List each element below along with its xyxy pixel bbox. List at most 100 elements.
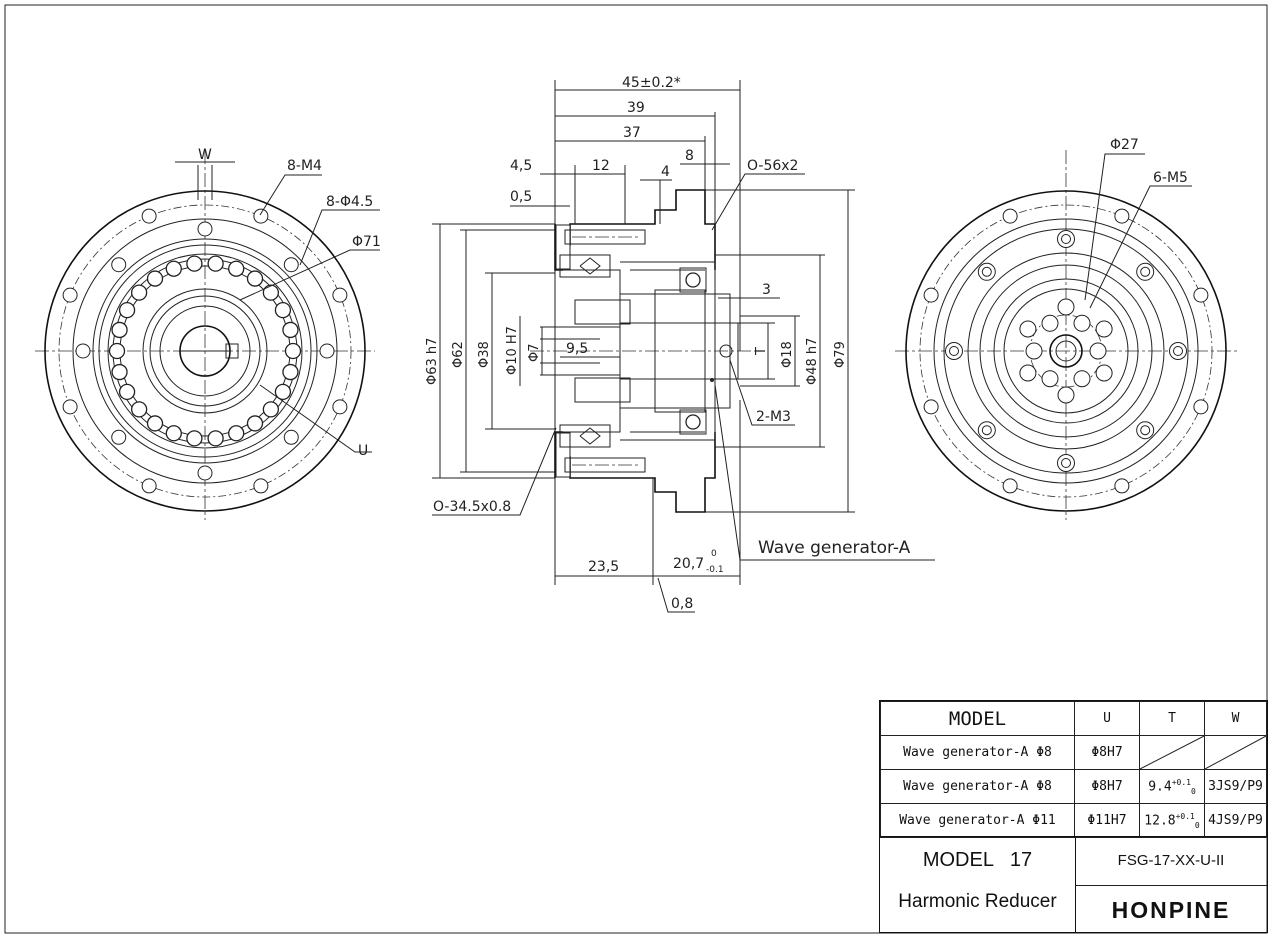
dim-4-5: 4,5 (510, 158, 532, 174)
row-t: 12.8+0.10 (1139, 803, 1205, 838)
tapped-hole (1073, 370, 1091, 388)
dim-phi38: Φ38 (477, 341, 492, 368)
model-cell: MODEL 17 Harmonic Reducer (880, 837, 1076, 933)
bearing-roller (274, 383, 292, 401)
dim-o-56x2: O-56x2 (747, 158, 798, 174)
row-model: Wave generator-A Φ8 (880, 769, 1075, 804)
row-u: Φ11H7 (1074, 803, 1140, 838)
dim-4: 4 (661, 164, 670, 180)
bearing-roller (246, 415, 264, 432)
bearing-roller (207, 430, 224, 447)
bearing-roller (262, 284, 280, 301)
bolt-socket (981, 266, 992, 277)
mounting-hole (1114, 208, 1130, 224)
tapped-hole (1025, 342, 1043, 360)
bolt-socket (1173, 346, 1183, 356)
bearing-roller (282, 363, 299, 381)
row-w-empty (1204, 735, 1267, 770)
bearing-roller (284, 342, 302, 360)
bearing-roller (228, 425, 245, 442)
bearing-roller (146, 415, 164, 432)
bolt-socket (1140, 266, 1151, 277)
product-code: FSG-17-XX-U-II (1075, 837, 1267, 886)
row-w: 4JS9/P9 (1204, 803, 1267, 838)
bolt-head (977, 262, 996, 281)
dim-phi71: Φ71 (352, 234, 381, 250)
dim-u: U (358, 443, 368, 459)
tapped-hole (1041, 314, 1059, 332)
mounting-hole (923, 399, 939, 415)
dim-20-7-tol-up: 0 (711, 549, 717, 559)
bearing-roller (186, 255, 203, 272)
tapped-hole (1089, 342, 1107, 360)
tapped-hole (319, 343, 335, 359)
bearing-roller (165, 425, 182, 442)
mounting-hole (332, 287, 348, 303)
bearing-roller (130, 284, 148, 301)
dim-w: W (198, 147, 212, 163)
dim-20-7: 20,7 (673, 556, 704, 572)
row-model: Wave generator-A Φ11 (880, 803, 1075, 838)
mounting-hole (253, 208, 269, 224)
brand-logo: HONPINE (1111, 897, 1231, 923)
title-block: MODEL U T W Wave generator-A Φ8 Φ8H7 Wav… (879, 700, 1268, 933)
row-model: Wave generator-A Φ8 (880, 735, 1075, 770)
tapped-hole (197, 221, 213, 237)
inner-hole (1019, 364, 1037, 382)
left-front-view: W 8-M4 8-Φ4.5 Φ71 U (35, 147, 381, 520)
bearing-roller (108, 342, 126, 360)
title-block-bottom: MODEL 17 Harmonic Reducer FSG-17-XX-U-II… (880, 836, 1267, 933)
mounting-hole (332, 399, 348, 415)
right-back-view: Φ27 6-M5 (895, 137, 1240, 520)
bolt-head (1057, 454, 1075, 472)
mounting-hole (253, 478, 269, 494)
dim-0-5: 0,5 (510, 189, 532, 205)
bolt-head (945, 342, 963, 360)
dim-9-5: 9,5 (566, 341, 588, 357)
spec-table-header: MODEL U T W (880, 701, 1267, 736)
bolt-socket (949, 346, 959, 356)
table-row: Wave generator-A Φ8 Φ8H7 (880, 735, 1267, 770)
mounting-hole (1193, 287, 1209, 303)
inner-hole (1057, 386, 1075, 404)
dim-6-m5: 6-M5 (1153, 170, 1188, 186)
inner-hole (1057, 298, 1075, 316)
tapped-hole (197, 465, 213, 481)
bolt-head (977, 421, 996, 440)
inner-hole (1095, 364, 1113, 382)
table-row: Wave generator-A Φ8 Φ8H7 9.4+0.10 3JS9/P… (880, 769, 1267, 804)
dim-3: 3 (762, 282, 771, 298)
bearing-roller (207, 255, 224, 272)
dim-45: 45±0.2* (622, 75, 681, 91)
dim-8-phi4-5: 8-Φ4.5 (326, 194, 373, 210)
dim-8: 8 (685, 148, 694, 164)
dim-o-34-5: O-34.5x0.8 (433, 499, 511, 515)
mounting-hole (62, 399, 78, 415)
header-model: MODEL (880, 701, 1075, 736)
mounting-hole (1002, 478, 1018, 494)
mounting-hole (1114, 478, 1130, 494)
tapped-hole (283, 257, 299, 273)
header-w: W (1204, 701, 1267, 736)
bearing-roller (146, 270, 164, 287)
spec-table: MODEL U T W Wave generator-A Φ8 Φ8H7 Wav… (880, 701, 1267, 838)
row-t-empty (1139, 735, 1205, 770)
bolt-socket (981, 425, 992, 436)
tapped-hole (1041, 370, 1059, 388)
row-w: 3JS9/P9 (1204, 769, 1267, 804)
mounting-hole (923, 287, 939, 303)
inner-hole (1095, 320, 1113, 338)
tapped-hole (75, 343, 91, 359)
label-wave-generator: Wave generator-A (758, 538, 911, 558)
dim-phi18: Φ18 (780, 341, 795, 368)
bearing-roller (111, 363, 128, 381)
code-cell: FSG-17-XX-U-II HONPINE (1075, 837, 1267, 933)
tapped-hole (1073, 314, 1091, 332)
bearing-roller (246, 270, 264, 287)
dim-phi63: Φ63 h7 (425, 338, 440, 385)
dim-t: T (754, 347, 769, 356)
header-t: T (1139, 701, 1205, 736)
bearing-roller (262, 401, 280, 418)
mounting-hole (1193, 399, 1209, 415)
bearing-roller (228, 260, 245, 277)
